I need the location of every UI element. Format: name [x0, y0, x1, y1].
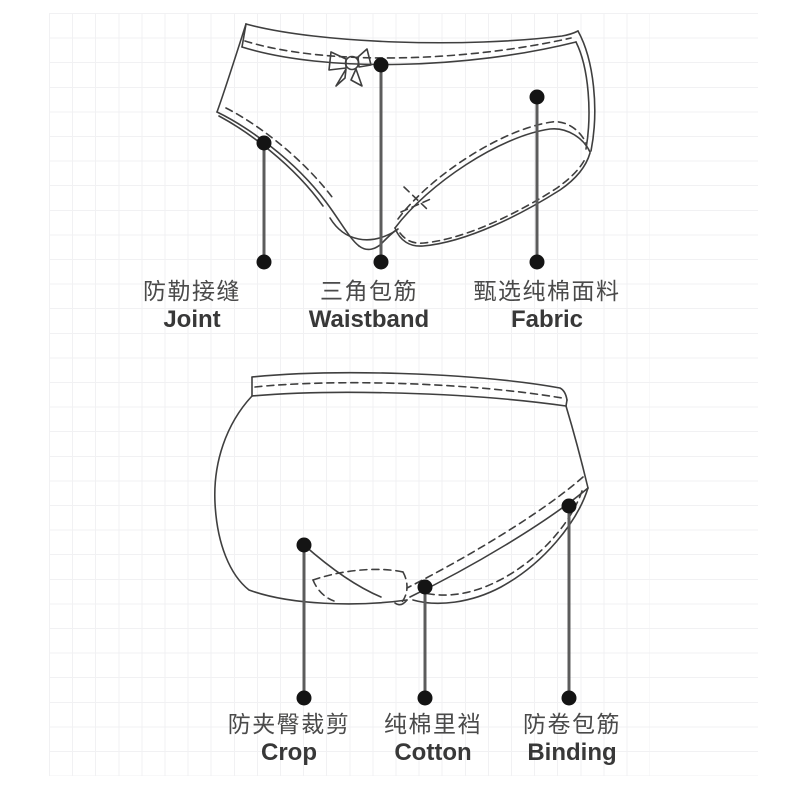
callout-zh-text: 三角包筋 — [319, 278, 418, 304]
gusset-dash-2 — [400, 197, 434, 213]
leg-opening-upper-stitch — [397, 120, 587, 220]
waistband-stitch-line — [244, 37, 572, 59]
callout-en-text: Fabric — [510, 306, 584, 333]
callout-dot — [417, 690, 433, 706]
leg-opening-lower-stitch — [423, 490, 583, 596]
callout-zh-text: 防夹臀裁剪 — [227, 711, 351, 737]
near-leg-edge-inner — [218, 115, 324, 207]
leg-opening-upper — [394, 128, 591, 229]
callout-label-binding: 防卷包筋 Binding — [523, 711, 621, 766]
grid-vertical-lines — [49, 13, 650, 776]
gusset-top-dash — [312, 568, 404, 581]
callout-en-text: Cotton — [394, 739, 472, 766]
callout-zh-text: 防卷包筋 — [523, 711, 621, 737]
callout-dot — [373, 57, 389, 73]
waistband-bottom-edge — [241, 41, 577, 66]
callout-dot — [296, 537, 312, 553]
near-leg-stitch — [225, 107, 333, 198]
callout-label-crop: 防夹臀裁剪 Crop — [228, 711, 351, 766]
callout-zh-text: 甄选纯棉面料 — [473, 278, 621, 304]
back-view-callout-leaders — [296, 498, 577, 706]
callout-label-waistband: 三角包筋 Waistband — [309, 278, 429, 333]
right-panel-inner — [575, 41, 590, 150]
callout-dot — [417, 579, 433, 595]
callout-dot — [561, 498, 577, 514]
callout-en-text: Waistband — [308, 306, 430, 333]
waistband-bottom-edge — [251, 391, 567, 407]
near-leg-seam — [303, 544, 382, 598]
leg-opening-lower-stitch — [399, 156, 587, 244]
callout-dot — [529, 254, 545, 270]
back-view-drawing — [214, 371, 589, 606]
callout-en-text: Binding — [527, 739, 617, 766]
front-view-callout-leaders — [256, 57, 545, 270]
right-panel-outer — [577, 30, 596, 152]
gusset-dash-1 — [403, 186, 428, 210]
left-side-seam — [216, 23, 247, 113]
callout-zh-text: 纯棉里裆 — [384, 711, 482, 737]
near-leg-edge — [216, 111, 360, 247]
front-side-view-drawing — [216, 23, 596, 251]
callout-dot — [296, 690, 312, 706]
gusset-left-dash — [312, 579, 335, 602]
callout-dot — [256, 254, 272, 270]
callout-label-joint: 防勒接缝 Joint — [143, 278, 241, 333]
hip-and-bottom-outline — [214, 395, 408, 605]
waistband-stitch-line — [254, 381, 563, 399]
callout-label-fabric: 甄选纯棉面料 Fabric — [474, 278, 621, 333]
callout-dot — [373, 254, 389, 270]
callout-dot — [256, 135, 272, 151]
right-side-edge — [565, 405, 589, 489]
callout-en-text: Joint — [163, 306, 221, 333]
waistband-top-edge — [245, 23, 579, 44]
callout-label-cotton: 纯棉里裆 Cotton — [384, 711, 482, 766]
leg-opening-lower — [394, 152, 591, 247]
leg-opening-lower — [412, 487, 589, 605]
callout-dot — [561, 690, 577, 706]
callout-dot — [529, 89, 545, 105]
waistband-top-edge — [251, 371, 568, 401]
gusset-right-dash — [401, 571, 408, 603]
crotch-tip-curve — [394, 599, 408, 606]
callout-en-text: Crop — [261, 739, 317, 766]
leg-opening-upper-stitch — [406, 476, 584, 589]
waistband-right-cap — [565, 399, 568, 407]
front-hem-curve — [329, 217, 398, 241]
bow-icon — [328, 48, 372, 87]
callout-zh-text: 防勒接缝 — [143, 278, 241, 304]
